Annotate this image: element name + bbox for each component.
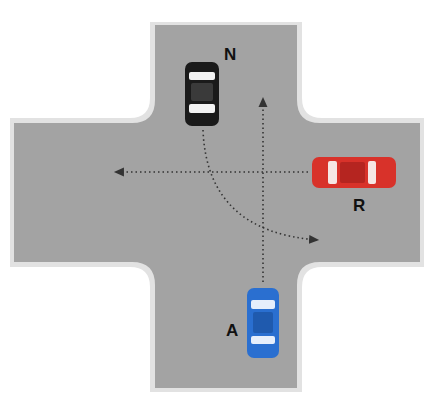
car-window — [368, 161, 376, 184]
car-roof — [253, 312, 273, 333]
road-surface — [14, 25, 420, 388]
straight-path — [115, 171, 308, 173]
car-window — [189, 72, 215, 80]
straight-path — [262, 98, 264, 282]
car-roof — [340, 162, 365, 183]
car-window — [189, 104, 215, 113]
car-black — [185, 62, 219, 126]
car-red — [312, 157, 396, 188]
curb — [10, 22, 424, 392]
car-body — [185, 62, 219, 126]
car-window — [251, 300, 275, 309]
car-label: R — [353, 197, 365, 214]
car-window — [328, 161, 337, 184]
car-body — [312, 157, 396, 188]
car-body — [247, 288, 279, 358]
car-roof — [191, 83, 213, 101]
car-window — [251, 336, 275, 344]
car-label: N — [224, 46, 236, 63]
car-blue — [247, 288, 279, 358]
car-label: A — [226, 322, 238, 339]
turn-path — [203, 130, 318, 240]
